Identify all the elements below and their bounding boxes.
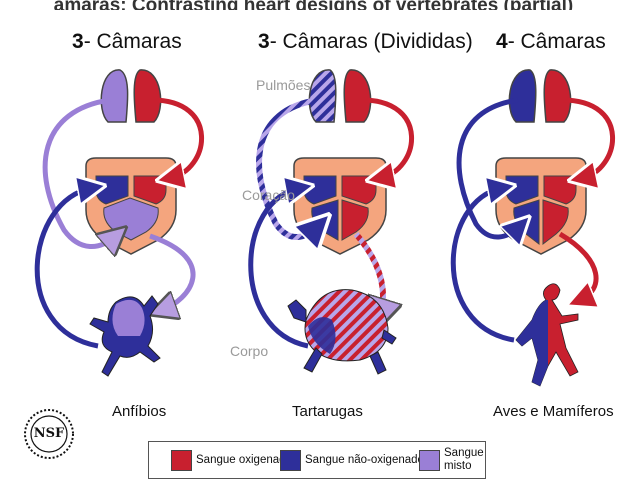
panel-turtles — [251, 70, 412, 374]
heart — [294, 158, 386, 254]
legend-label: Sangue misto — [444, 447, 482, 473]
lung-left — [101, 70, 127, 122]
human-blue-half — [516, 300, 548, 386]
vessel-to-body — [560, 234, 596, 300]
lung-right — [134, 70, 160, 122]
lung-left — [509, 70, 535, 122]
legend: Sangue oxigenado Sangue não-oxigenado Sa… — [148, 441, 486, 479]
lung-right — [544, 70, 570, 122]
panel-birds-mammals — [453, 70, 612, 386]
label-turtles: Tartarugas — [292, 403, 363, 420]
label-amphibians: Anfíbios — [112, 403, 166, 420]
nsf-logo: NSF — [20, 405, 78, 463]
legend-item-deoxygenated: Sangue não-oxigenado — [280, 442, 424, 478]
legend-item-mixed: Sangue misto — [419, 442, 482, 478]
label-heart: Coração — [242, 187, 295, 203]
swatch-oxygenated — [171, 450, 192, 471]
label-birds-mammals: Aves e Mamíferos — [493, 403, 614, 420]
panel-amphibians — [37, 70, 201, 376]
swatch-deoxygenated — [280, 450, 301, 471]
legend-item-oxygenated: Sangue oxigenado — [171, 442, 292, 478]
lung-left — [309, 70, 335, 122]
legend-label: Sangue não-oxigenado — [305, 454, 424, 467]
label-body: Corpo — [230, 343, 268, 359]
nsf-logo-text: NSF — [20, 405, 78, 463]
swatch-mixed — [419, 450, 440, 471]
legend-label: Sangue oxigenado — [196, 454, 292, 467]
vessel-to-body — [150, 236, 193, 310]
lung-right — [344, 70, 370, 122]
label-lungs: Pulmões — [256, 77, 310, 93]
frog-mixed-patch — [112, 300, 144, 336]
